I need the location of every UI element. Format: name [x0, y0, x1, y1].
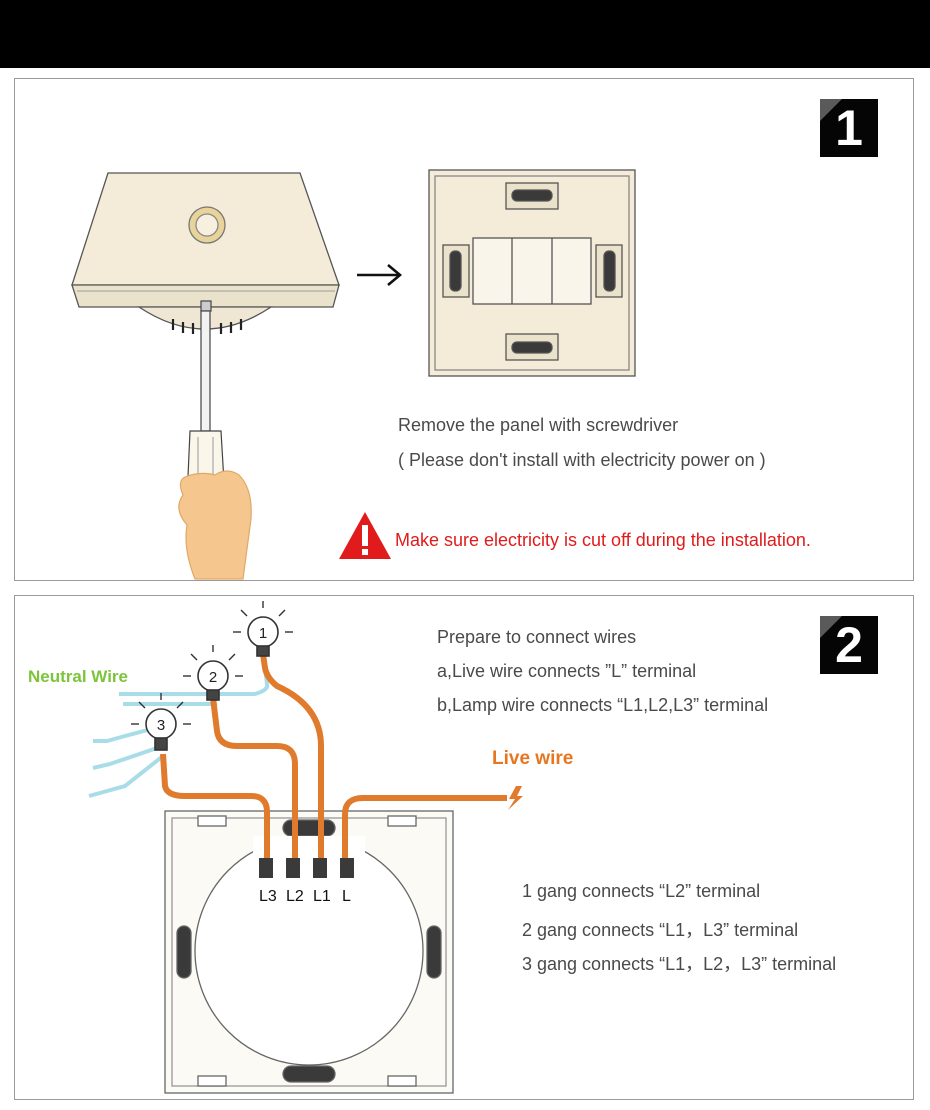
step-1-illustration	[71, 169, 636, 580]
bulb-1-icon	[233, 601, 293, 657]
switch-back-plate	[164, 810, 454, 1094]
bulb-3-icon	[131, 693, 191, 751]
lightning-bolt-icon	[508, 786, 523, 810]
warning-triangle-icon	[339, 512, 391, 559]
lamp-bulb-icons	[131, 601, 293, 751]
right-arrow-icon	[357, 264, 403, 286]
step-2-badge: 2	[820, 616, 878, 674]
terminal-l2-label: L2	[286, 888, 304, 905]
bulb-2-number: 2	[209, 669, 217, 686]
neutral-wire-label: Neutral Wire	[28, 667, 128, 686]
step-2-panel: 2	[14, 595, 914, 1100]
gang-1-instruction: 1 gang connects “L2” terminal	[522, 881, 761, 901]
step-1-note: ( Please don't install with electricity …	[398, 450, 766, 470]
bulb-3-number: 3	[157, 717, 165, 734]
lamp-and-live-wires	[160, 653, 507, 858]
bulb-2-icon	[183, 645, 243, 701]
live-wire-instruction: a,Live wire connects ”L” terminal	[437, 661, 697, 681]
terminal-l3-label: L3	[259, 888, 277, 905]
back-box-illustration	[428, 169, 636, 377]
live-wire-label: Live wire	[492, 748, 574, 769]
wiring-diagram: 1 2 3	[88, 601, 523, 1094]
step-1-panel: 1	[14, 78, 914, 581]
step-2-instruction: Prepare to connect wires	[437, 627, 637, 647]
terminal-l-label: L	[342, 888, 351, 905]
bulb-1-number: 1	[259, 625, 267, 642]
gang-3-instruction: 3 gang connects “L1，L2，L3” terminal	[522, 954, 837, 974]
switch-panel-illustration	[71, 172, 340, 334]
lamp-wire-instruction: b,Lamp wire connects “L1,L2,L3” terminal	[437, 695, 769, 715]
warning-text: Make sure electricity is cut off during …	[395, 530, 811, 550]
step-1-instruction: Remove the panel with screwdriver	[398, 415, 679, 435]
screwdriver-icon	[178, 300, 252, 580]
step-1-badge: 1	[820, 99, 878, 157]
top-banner	[0, 0, 930, 68]
terminal-l1-label: L1	[313, 888, 331, 905]
gang-2-instruction: 2 gang connects “L1，L3” terminal	[522, 920, 799, 940]
